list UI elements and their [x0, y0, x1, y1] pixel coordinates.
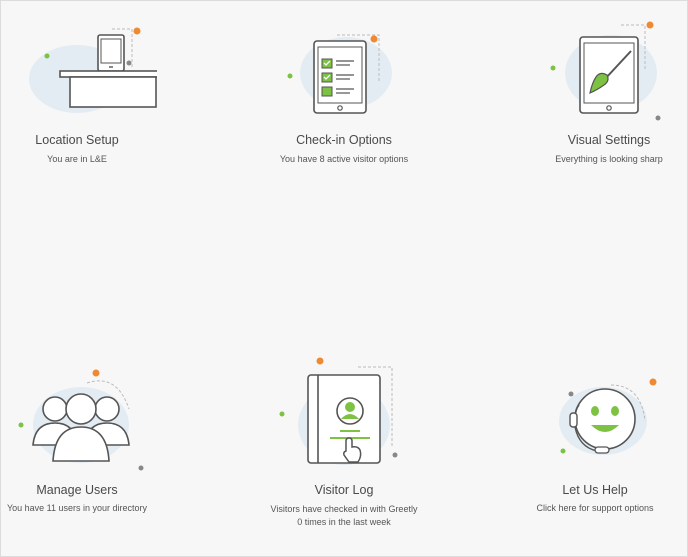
paintbrush-tablet-icon — [550, 21, 661, 121]
card-title: Manage Users — [36, 483, 118, 497]
card-title: Location Setup — [35, 133, 119, 147]
visitor-log-card[interactable]: Visitor Log Visitors have checked in wit… — [244, 353, 444, 533]
location-setup-card[interactable]: Location Setup You are in L&E — [0, 21, 177, 171]
card-title: Check-in Options — [296, 133, 392, 147]
manage-users-card[interactable]: Manage Users You have 11 users in your d… — [0, 367, 177, 517]
card-subtitle: Click here for support options — [536, 503, 654, 513]
card-subtitle: Visitors have checked in with Greetly — [270, 504, 418, 514]
check-in-options-card[interactable]: Check-in Options You have 8 active visit… — [244, 21, 444, 171]
checklist-tablet-icon — [287, 34, 392, 114]
visitor-book-icon — [279, 357, 398, 465]
card-title: Let Us Help — [562, 483, 628, 497]
let-us-help-card[interactable]: Let Us Help Click here for support optio… — [495, 375, 688, 517]
card-title: Visitor Log — [314, 483, 374, 497]
visual-settings-card[interactable]: Visual Settings Everything is looking sh… — [509, 17, 688, 171]
card-subtitle: You are in L&E — [47, 154, 107, 164]
card-subtitle: Everything is looking sharp — [555, 154, 663, 164]
tablet-kiosk-icon — [29, 27, 157, 113]
smiley-headset-icon — [559, 378, 657, 455]
card-subtitle: You have 8 active visitor options — [279, 154, 409, 164]
users-group-icon — [18, 369, 144, 471]
card-title: Visual Settings — [567, 133, 651, 147]
card-subtitle-line2: 0 times in the last week — [297, 517, 391, 527]
card-subtitle: You have 11 users in your directory — [6, 503, 148, 513]
